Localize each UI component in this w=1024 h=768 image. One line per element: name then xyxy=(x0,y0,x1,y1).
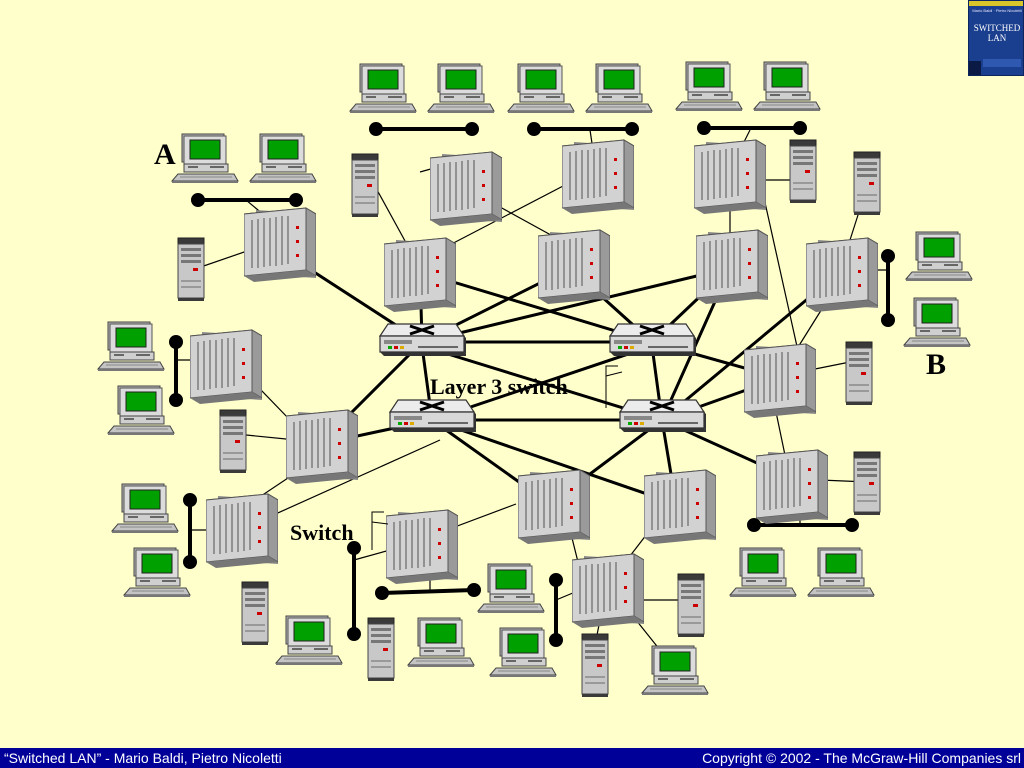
switch-chassis-icon xyxy=(756,449,828,524)
server-tower-icon xyxy=(581,633,609,698)
switch-chassis-icon xyxy=(744,343,816,418)
layer3-switch-icon xyxy=(388,398,476,434)
footer-copyright: Copyright © 2002 - The McGraw-Hill Compa… xyxy=(702,750,1021,766)
server-tower-icon xyxy=(789,139,817,204)
server-tower-icon xyxy=(351,153,379,218)
callout-brackets xyxy=(371,365,623,550)
switch-chassis-icon xyxy=(696,229,768,304)
layer3-switch-icon xyxy=(378,322,466,358)
workstation-icon xyxy=(753,61,821,112)
workstation-icon xyxy=(427,63,495,114)
server-tower-icon xyxy=(853,151,881,216)
workstation-icon xyxy=(903,297,971,348)
workstation-icon xyxy=(123,547,191,598)
switch-chassis-icon xyxy=(244,207,316,282)
workstation-icon xyxy=(111,483,179,534)
workstation-icon xyxy=(585,63,653,114)
switch-chassis-icon xyxy=(538,229,610,304)
footer-book-credit: “Switched LAN” - Mario Baldi, Pietro Nic… xyxy=(4,750,282,766)
node-label-b: B xyxy=(926,348,947,381)
workstation-icon xyxy=(275,615,343,666)
workstation-icon xyxy=(249,133,317,184)
workstation-icon xyxy=(477,563,545,614)
book-top-band xyxy=(969,1,1023,6)
server-tower-icon xyxy=(241,581,269,646)
layer3-switch-label: Layer 3 switch xyxy=(430,374,568,399)
bus-segments xyxy=(169,121,895,647)
server-tower-icon xyxy=(853,451,881,516)
switch-chassis-icon xyxy=(572,553,644,628)
node-label-a: A xyxy=(154,138,176,171)
switch-chassis-icon xyxy=(806,237,878,312)
book-cover-thumbnail: Mario Baldi · Pietro Nicoletti SWITCHED … xyxy=(968,0,1024,76)
book-publisher-band xyxy=(983,59,1021,67)
workstation-icon xyxy=(729,547,797,598)
workstation-icon xyxy=(407,617,475,668)
switch-label: Switch xyxy=(290,520,354,545)
switch-chassis-icon xyxy=(286,409,358,484)
workstation-icon xyxy=(807,547,875,598)
switch-chassis-icon xyxy=(644,469,716,544)
workstation-icon xyxy=(675,61,743,112)
switch-chassis-icon xyxy=(430,151,502,226)
book-spine-stripe xyxy=(969,61,981,75)
workstation-icon xyxy=(97,321,165,372)
switch-chassis-icon xyxy=(518,469,590,544)
server-tower-icon xyxy=(677,573,705,638)
switch-chassis-icon xyxy=(694,139,766,214)
layer3-switch-icon xyxy=(608,322,696,358)
workstation-icon xyxy=(107,385,175,436)
switch-chassis-icon xyxy=(190,329,262,404)
server-tower-icon xyxy=(219,409,247,474)
switch-chassis-icon xyxy=(206,493,278,568)
workstation-icon xyxy=(507,63,575,114)
switch-chassis-icon xyxy=(562,139,634,214)
workstation-icon xyxy=(349,63,417,114)
layer3-switch-icon xyxy=(618,398,706,434)
workstation-icon xyxy=(641,645,709,696)
workstation-icon xyxy=(489,627,557,678)
switch-chassis-icon xyxy=(386,509,458,584)
footer-bar: “Switched LAN” - Mario Baldi, Pietro Nic… xyxy=(0,748,1024,768)
book-title: SWITCHED LAN xyxy=(973,23,1021,43)
server-tower-icon xyxy=(367,617,395,682)
workstation-icon xyxy=(171,133,239,184)
switch-chassis-icon xyxy=(384,237,456,312)
book-authors: Mario Baldi · Pietro Nicoletti xyxy=(972,8,1022,13)
server-tower-icon xyxy=(845,341,873,406)
workstation-icon xyxy=(905,231,973,282)
network-diagram xyxy=(97,61,973,698)
server-tower-icon xyxy=(177,237,205,302)
